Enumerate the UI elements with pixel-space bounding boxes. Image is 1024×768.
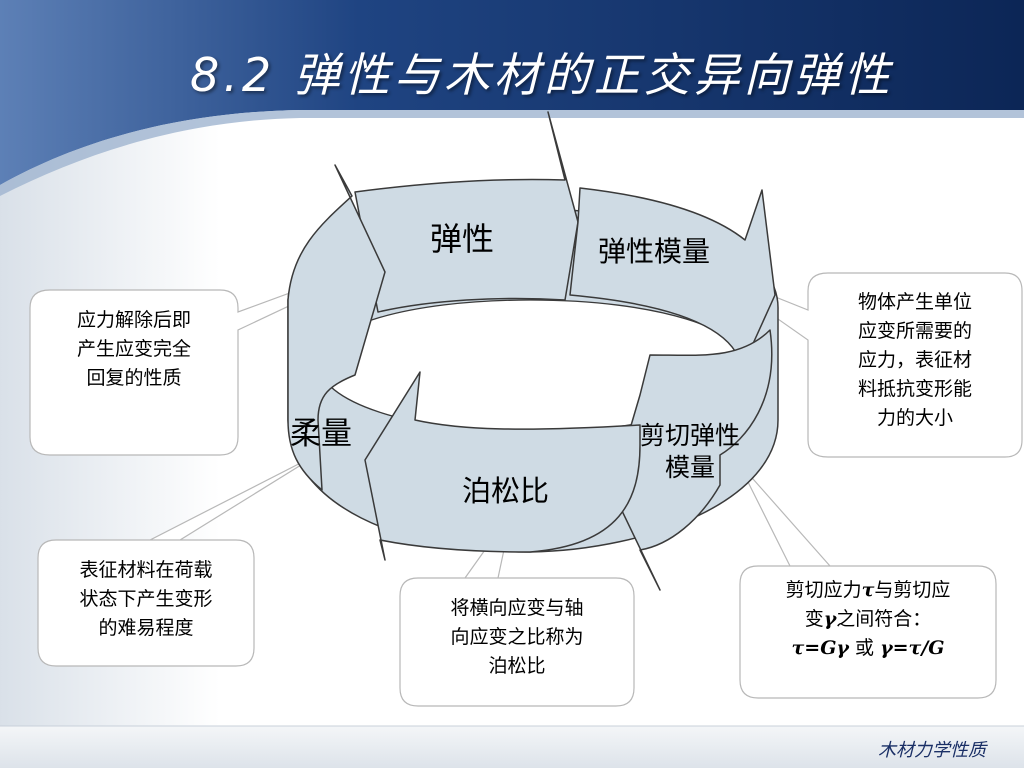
node-elasticity: 弹性 [430, 220, 495, 258]
callout-line: 的难易程度 [98, 617, 194, 639]
formula-shear: τ=Gγ [791, 637, 849, 659]
footer-course-title: 木材力学性质 [878, 740, 986, 761]
arrow-segment-elasticity [354, 111, 579, 313]
arrow-segment-shear-modulus [611, 329, 773, 591]
callout-line: 料抵抗变形能 [857, 378, 972, 400]
callout-compliance: 表征材料在荷载 状态下产生变形 的难易程度 [42, 556, 250, 643]
callout-line: 表征材料在荷载 [79, 559, 213, 581]
callout-elasticity-shape [29, 247, 413, 456]
callout-poisson-ratio: 将横向应变与轴 向应变之比称为 泊松比 [404, 594, 630, 681]
callout-shear-modulus-shape [737, 461, 997, 699]
formula-or: 或 [848, 637, 881, 659]
callout-line: 应力，表征材 [857, 349, 972, 371]
node-shear-modulus-line2: 模量 [665, 453, 716, 482]
slide-title: 8.2 弹性与木材的正交异向弹性 [190, 48, 894, 102]
node-elastic-modulus: 弹性模量 [598, 235, 711, 268]
arrow-segment-poisson-ratio [364, 371, 641, 561]
callout-line: 变γ之间符合： [744, 605, 992, 634]
callout-line: 将横向应变与轴 [450, 597, 584, 619]
callout-text: 剪切应力 [785, 579, 862, 601]
callout-line: 向应变之比称为 [450, 626, 584, 648]
tau-symbol: τ [861, 579, 875, 601]
node-compliance: 柔量 [290, 416, 352, 452]
gamma-symbol: γ [823, 608, 837, 630]
callout-line: 力的大小 [876, 407, 953, 429]
callout-elasticity: 应力解除后即 产生应变完全 回复的性质 [36, 306, 232, 393]
callout-text: 与剪切应 [874, 579, 951, 601]
callout-line: 泊松比 [488, 655, 546, 677]
callout-line: 应力解除后即 [76, 309, 191, 331]
callout-formula: τ=Gγ 或 γ=τ/G [744, 634, 992, 663]
formula-strain: γ=τ/G [880, 637, 945, 659]
node-shear-modulus-line1: 剪切弹性 [640, 421, 741, 450]
callout-elastic-modulus-shape [707, 269, 1023, 458]
callout-shear-modulus: 剪切应力τ与剪切应 变γ之间符合： τ=Gγ 或 γ=τ/G [744, 576, 992, 663]
callout-text: 变 [804, 608, 824, 630]
callout-line: 应变所需要的 [857, 320, 972, 342]
callout-line: 剪切应力τ与剪切应 [744, 576, 992, 605]
callout-line: 物体产生单位 [857, 291, 972, 313]
callout-poisson-ratio-shape [399, 511, 635, 707]
callout-line: 回复的性质 [86, 367, 182, 389]
node-shear-modulus: 剪切弹性 模量 [640, 420, 740, 484]
arrow-segment-compliance [287, 164, 386, 491]
callout-compliance-shape [37, 451, 323, 667]
node-poisson-ratio: 泊松比 [462, 474, 550, 508]
callout-elastic-modulus: 物体产生单位 应变所需要的 应力，表征材 料抵抗变形能 力的大小 [812, 288, 1018, 433]
callout-line: 状态下产生变形 [79, 588, 213, 610]
callout-text: 之间符合： [836, 608, 932, 630]
callout-line: 产生应变完全 [76, 338, 191, 360]
